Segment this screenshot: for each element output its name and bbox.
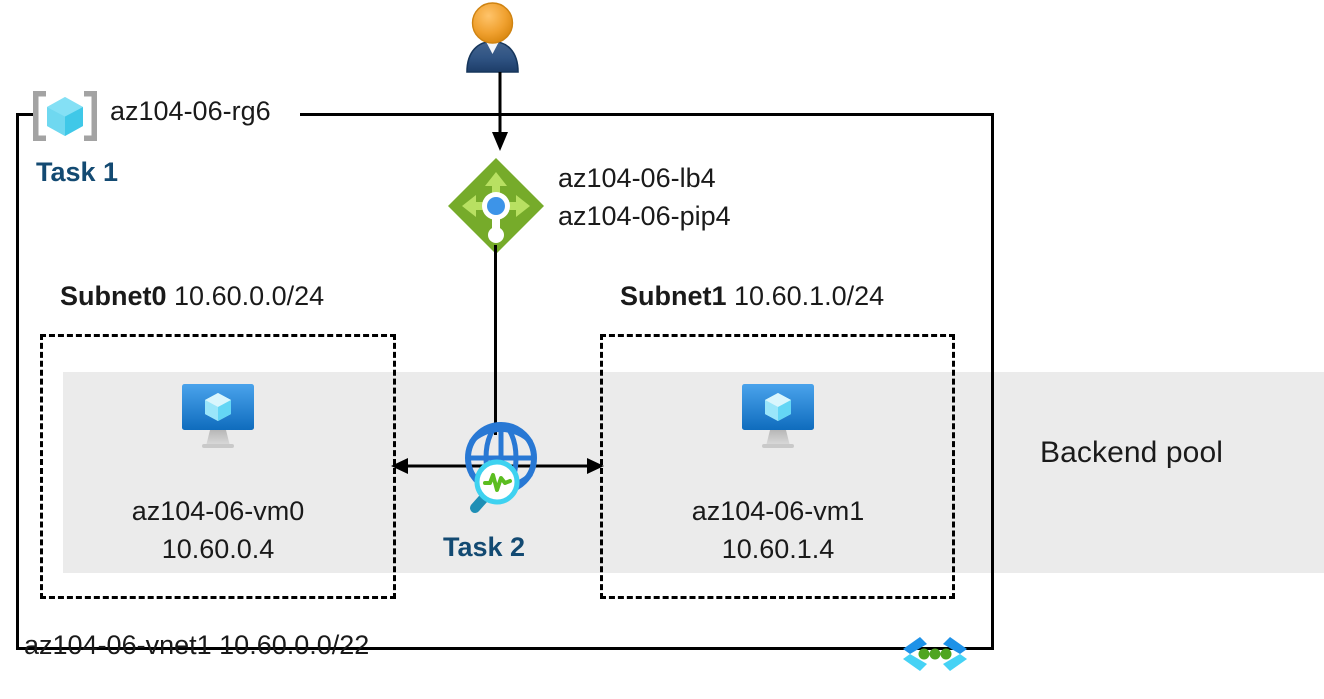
task-2-label: Task 2: [443, 532, 526, 562]
backend-pool-band: [63, 372, 1324, 573]
vnet-cidr: 10.60.0.0/22: [219, 630, 370, 660]
vm0-name: az104-06-vm0: [131, 496, 305, 526]
virtual-network-icon: [897, 634, 973, 674]
vnet-name: az104-06-vnet1: [24, 630, 212, 660]
resource-group-name: az104-06-rg6: [110, 96, 271, 126]
load-balancer-name: az104-06-lb4: [558, 163, 716, 193]
client-to-lb-arrow: [485, 72, 515, 152]
resource-group-border-left: [16, 113, 19, 650]
resource-group-border-top-left: [16, 113, 33, 116]
public-ip-name: az104-06-pip4: [558, 201, 731, 231]
subnet0-label: Subnet0 10.60.0.0/24: [60, 281, 324, 312]
subnet0-cidr: 10.60.0.0/24: [174, 281, 325, 311]
lb-to-backend-line: [494, 245, 497, 435]
virtual-machine-icon: [740, 380, 816, 452]
virtual-machine-icon: [180, 380, 256, 452]
user-icon: [461, 2, 524, 74]
subnet1-cidr: 10.60.1.0/24: [734, 281, 885, 311]
resource-group-border-top-right: [300, 113, 994, 116]
vnet-label: az104-06-vnet1 10.60.0.0/22: [24, 630, 369, 661]
subnet1-name: Subnet1: [620, 281, 727, 311]
vm1-name: az104-06-vm1: [691, 496, 865, 526]
subnet1-label: Subnet1 10.60.1.0/24: [620, 281, 884, 312]
load-balancer-icon: [445, 155, 547, 257]
subnet0-name: Subnet0: [60, 281, 167, 311]
network-watcher-icon: [449, 420, 547, 518]
vm1-ip: 10.60.1.4: [721, 534, 835, 564]
task-1-label: Task 1: [36, 157, 119, 187]
resource-group-border-right: [991, 113, 994, 650]
resource-group-border-bottom: [16, 647, 994, 650]
backend-pool-label: Backend pool: [1040, 436, 1224, 469]
vm0-ip: 10.60.0.4: [161, 534, 275, 564]
resource-group-icon: [29, 88, 101, 144]
